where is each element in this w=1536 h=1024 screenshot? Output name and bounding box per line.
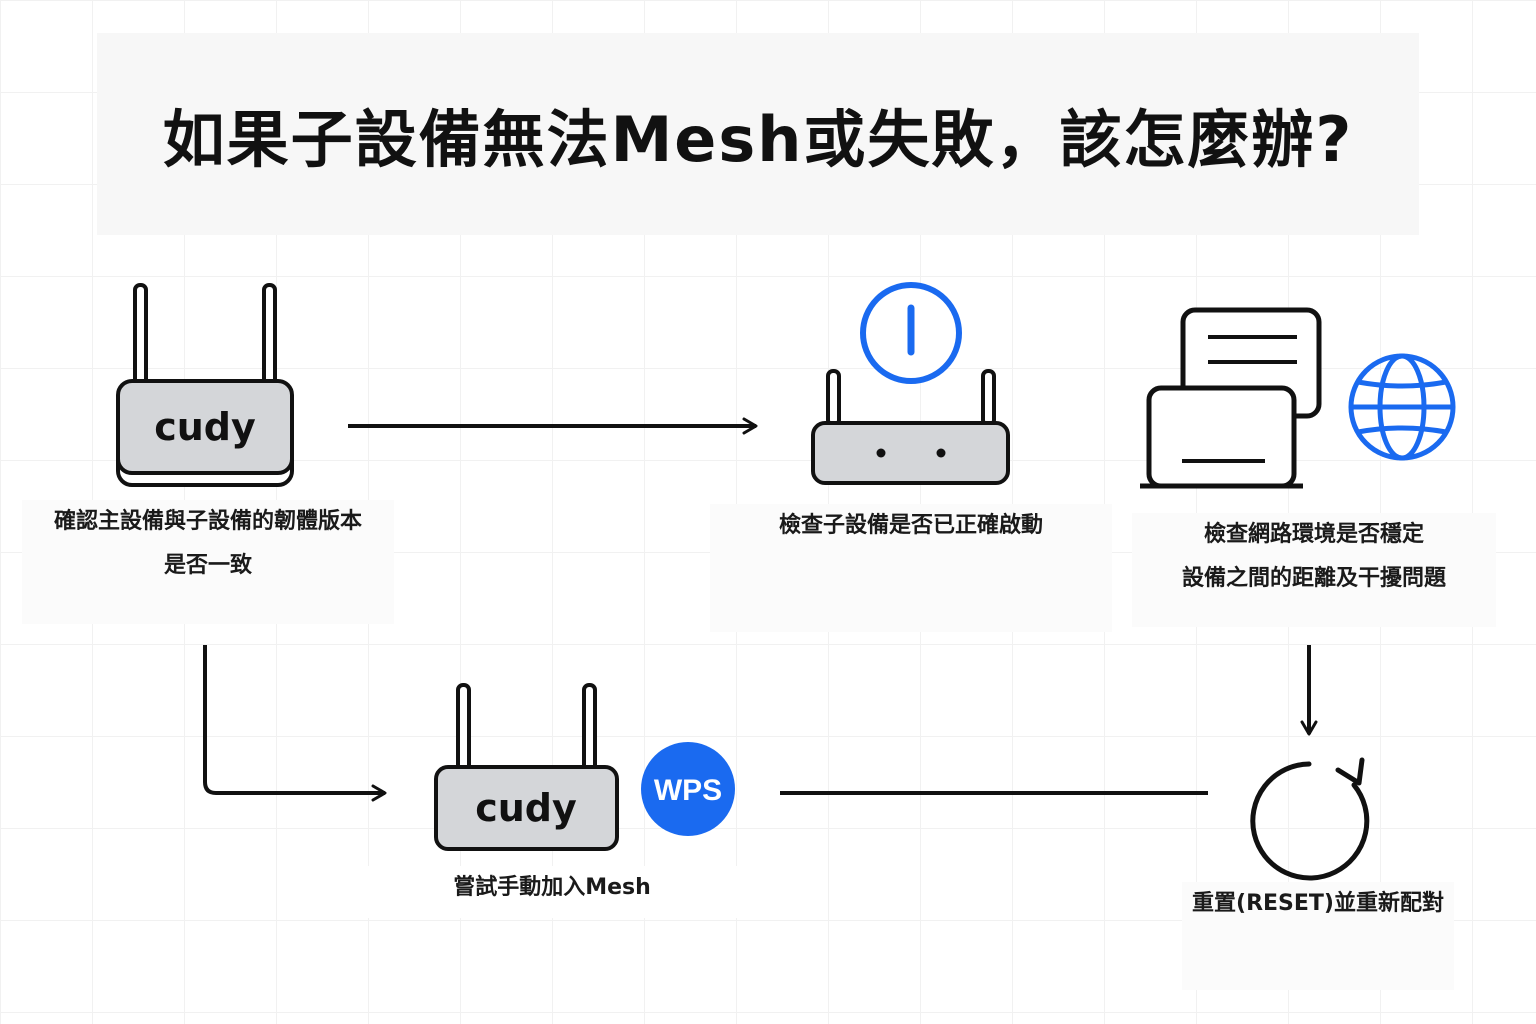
wps-badge-icon: WPS bbox=[641, 742, 735, 836]
page-title: 如果子設備無法Mesh或失敗，該怎麼辦? bbox=[162, 103, 1354, 176]
globe-icon bbox=[1348, 353, 1456, 461]
power-icon bbox=[860, 282, 962, 384]
brand-logo: cudy bbox=[475, 786, 577, 830]
caption-firmware-line2: 是否一致 bbox=[163, 553, 252, 578]
caption-reset-line1: 重置(RESET)並重新配對 bbox=[1192, 891, 1444, 916]
reset-icon bbox=[1250, 757, 1370, 881]
router-icon: cudy bbox=[116, 283, 294, 487]
caption-network: 檢查網路環境是否穩定 設備之間的距離及干擾問題 bbox=[1132, 513, 1496, 627]
caption-network-line2: 設備之間的距離及干擾問題 bbox=[1181, 566, 1446, 591]
arrow-to-manual-mesh bbox=[203, 645, 387, 802]
brand-logo: cudy bbox=[154, 405, 256, 449]
caption-network-line1: 檢查網路環境是否穩定 bbox=[1203, 522, 1424, 547]
caption-power: 檢查子設備是否已正確啟動 bbox=[710, 504, 1112, 632]
router-icon bbox=[811, 369, 1010, 485]
title-banner: 如果子設備無法Mesh或失敗，該怎麼辦? bbox=[97, 33, 1419, 235]
caption-manual-line1: 嘗試手動加入Mesh bbox=[453, 875, 651, 900]
caption-reset: 重置(RESET)並重新配對 bbox=[1182, 882, 1454, 990]
caption-power-line1: 檢查子設備是否已正確啟動 bbox=[778, 513, 1043, 538]
documents-icon bbox=[1140, 307, 1322, 489]
wps-label: WPS bbox=[654, 774, 722, 807]
router-icon: cudy bbox=[434, 683, 619, 851]
caption-firmware: 確認主設備與子設備的韌體版本 是否一致 bbox=[22, 500, 394, 624]
caption-manual: 嘗試手動加入Mesh bbox=[360, 866, 744, 918]
caption-firmware-line1: 確認主設備與子設備的韌體版本 bbox=[53, 509, 362, 534]
